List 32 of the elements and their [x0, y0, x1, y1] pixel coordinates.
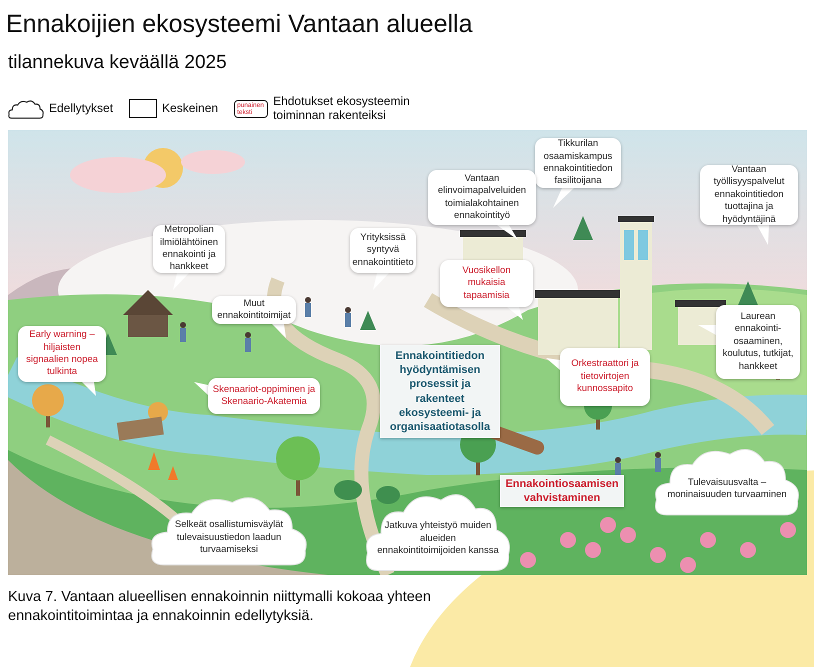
bubble-text: Laurean ennakointi-osaaminen, koulutus, tutkijat, hankkeet — [722, 311, 794, 373]
bubble-text: Vantaan elinvoimapalveluiden toimialakohtainen ennakointityö — [436, 172, 528, 222]
speech-bubble — [716, 305, 800, 379]
bubble-text: Tikkurilan osaamiskampus ennakointitiedon fasilitoijana — [542, 138, 614, 188]
speech-bubble — [560, 348, 650, 406]
bubble-text: Tulevaisuusvalta – moninaisuuden turvaaminen — [666, 476, 788, 502]
bubble-text: Ennakointiosaamisen vahvistaminen — [504, 476, 620, 506]
bubble-text: Jatkuva yhteistyö muiden alueiden ennakointitoimijoiden kanssa — [377, 520, 499, 558]
diagram-title: Ennakoijien ekosysteemi Vantaan alueella — [6, 10, 473, 39]
bubble-text: Yrityksissä syntyvä ennakointitieto — [352, 232, 414, 270]
bubble-text: Skenaariot-oppiminen ja Skenaario-Akatemia — [212, 384, 316, 408]
bubble-text: Vantaan työllisyyspalvelut ennakointitiedon tuottajina ja hyödyntäjinä — [712, 164, 786, 226]
legend-text: Edellytykset — [49, 102, 114, 116]
speech-bubble — [428, 170, 536, 225]
legend-text: Ehdotukset ekosysteemin toiminnan rakenteiksi — [273, 95, 411, 123]
bubble-text: Metropolian ilmiölähtöinen ennakointi ja hankkeet — [158, 224, 220, 274]
figure-caption: Kuva 7. Vantaan alueellisen ennakoinnin niittymalli kokoaa yhteen ennakointitoimintaa ja ennakoinnin edellytyksiä. — [8, 588, 432, 626]
speech-bubble — [535, 138, 621, 188]
text-panel — [380, 345, 500, 438]
bubble-text: Muut ennakointitoimijat — [216, 298, 292, 322]
speech-bubble — [18, 326, 106, 382]
speech-bubble — [700, 165, 798, 225]
speech-bubble — [208, 378, 320, 414]
speech-bubble — [153, 225, 225, 273]
speech-bubble — [440, 260, 533, 307]
bubble-text: Vuosikellon mukaisia tapaamisia — [461, 264, 512, 302]
bubble-text: Early warning – hiljaisten signaalien nopea tulkinta — [25, 329, 99, 379]
subtitle: tilannekuva keväällä 2025 — [8, 52, 227, 74]
bubble-text: Orkestraattori ja tietovirtojen kunnossapito — [570, 358, 640, 396]
legend-text: Keskeinen — [162, 102, 218, 116]
bubble-text: Selkeät osallistumisväylät tulevaisuustiedon laadun turvaamiseksi — [174, 519, 284, 557]
bubble-text: Ennakointitiedon hyödyntämisen prosessit ja rakenteet ekosysteemi- ja organisaatiotasolla — [388, 348, 492, 434]
